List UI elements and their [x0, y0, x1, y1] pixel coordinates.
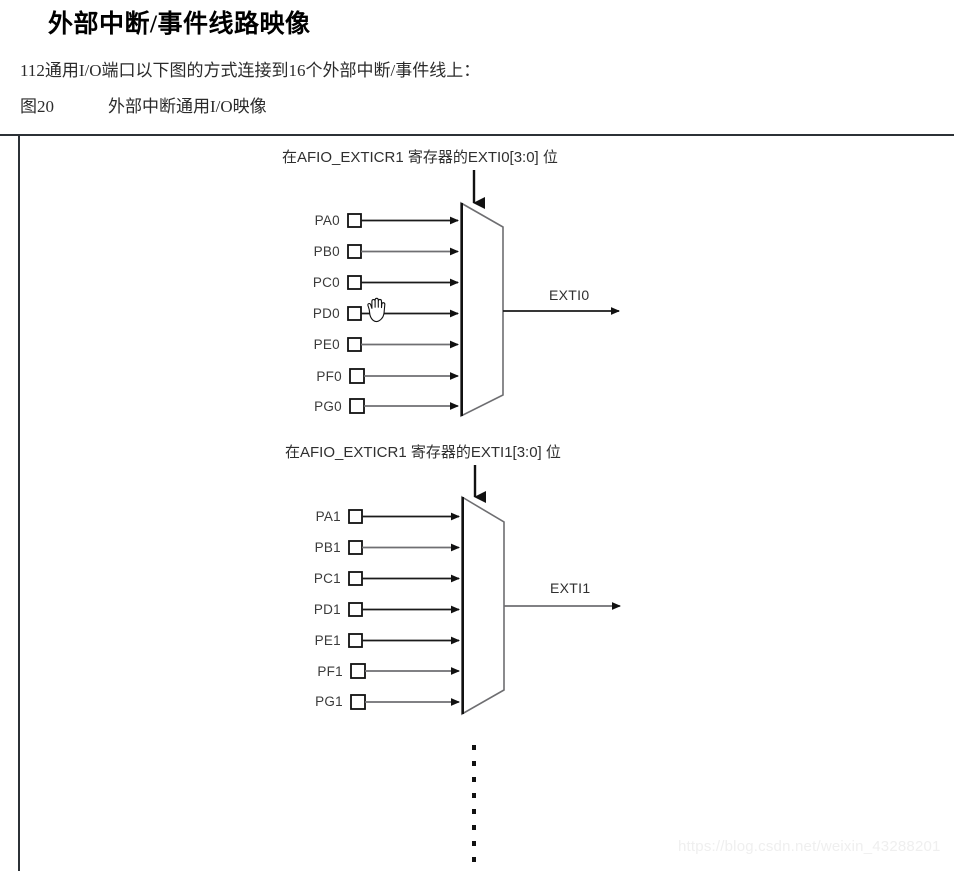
figure-title: 外部中断通用I/O映像 [108, 97, 267, 116]
intro-paragraph: 112通用I/O端口以下图的方式连接到16个外部中断/事件线上： [20, 61, 481, 80]
port-label-PB0: PB0 [313, 244, 340, 259]
figure-frame [18, 134, 954, 871]
port-label-PF0: PF0 [316, 369, 342, 384]
port-label-PG1: PG1 [315, 694, 343, 709]
port-label-PC0: PC0 [312, 275, 340, 290]
port-label-PD0: PD0 [312, 306, 340, 321]
port-label-PG0: PG0 [314, 399, 342, 414]
port-label-PD1: PD1 [313, 602, 341, 617]
port-label-PE0: PE0 [313, 337, 340, 352]
port-label-PF1: PF1 [317, 664, 343, 679]
watermark-text: https://blog.csdn.net/weixin_43288201 [678, 838, 941, 855]
output-label-EXTI0: EXTI0 [549, 287, 590, 303]
port-label-PA0: PA0 [314, 213, 340, 228]
port-label-PA1: PA1 [315, 509, 341, 524]
page-title: 外部中断/事件线路映像 [48, 11, 311, 38]
mux-exti0-select-label: 在AFIO_EXTICR1 寄存器的EXTI0[3:0] 位 [282, 149, 558, 166]
hand-cursor [367, 297, 386, 323]
mux-exti1-select-label: 在AFIO_EXTICR1 寄存器的EXTI1[3:0] 位 [285, 444, 561, 461]
figure-number: 图20 [20, 97, 54, 116]
port-label-PE1: PE1 [314, 633, 341, 648]
port-label-PB1: PB1 [314, 540, 341, 555]
port-label-PC1: PC1 [313, 571, 341, 586]
figure-caption: 图20 外部中断通用I/O映像 [20, 92, 267, 117]
output-label-EXTI1: EXTI1 [550, 580, 591, 596]
